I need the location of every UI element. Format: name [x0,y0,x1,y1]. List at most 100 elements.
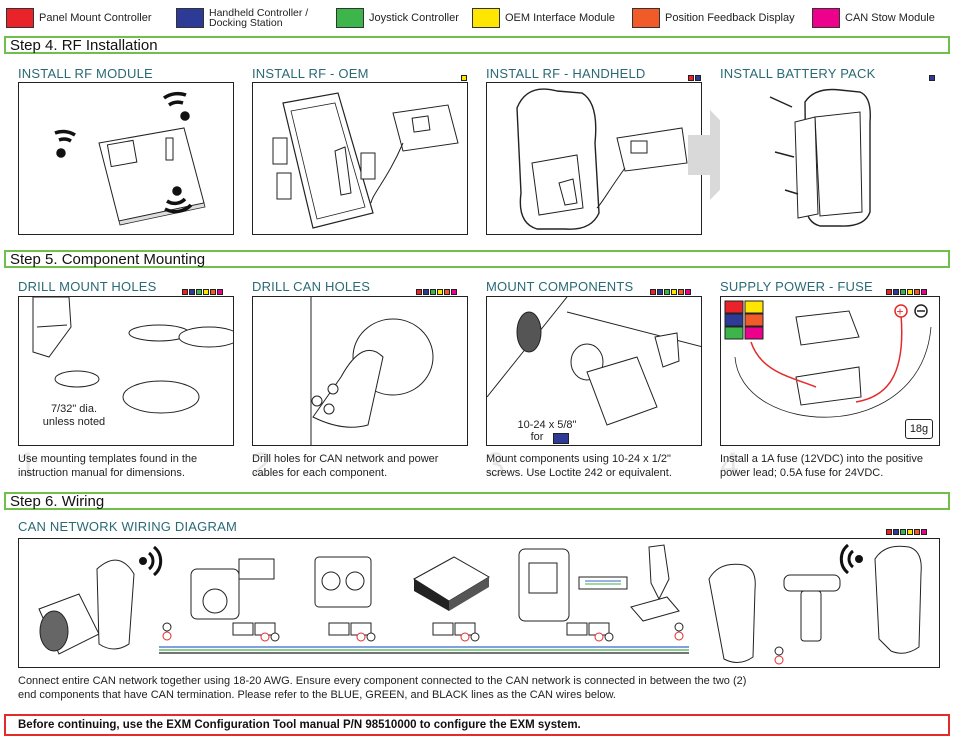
wiring-instructions: Connect entire CAN network together usin… [18,675,747,701]
power-terminal [162,622,784,665]
panel-heading: CAN NETWORK WIRING DIAGRAM [18,519,237,534]
color-tag [182,289,188,295]
can-wiring-drawing [38,543,922,665]
legend-label: CAN Stow Module [845,11,935,24]
step-caption: Install a 1A fuse (12VDC) into the posit… [720,453,923,479]
panel-heading: DRILL CAN HOLES [252,279,371,294]
drill-can-illustration [252,296,468,446]
panel-controller [190,558,275,620]
svg-text:+: + [897,305,904,319]
battery-pack-illustration [720,82,940,235]
color-tag [886,529,892,535]
color-tag [900,529,906,535]
handheld-remote [708,563,756,663]
color-tag [189,289,195,295]
color-tag [451,289,457,295]
color-tag [430,289,436,295]
step-caption: Mount components using 10-24 x 1/2" scre… [486,453,672,479]
color-tag [907,529,913,535]
color-tag [893,289,899,295]
color-tag-blue [929,75,935,81]
color-tag [678,289,684,295]
color-tag [196,289,202,295]
legend-label: Joystick Controller [369,11,459,24]
legend-label: Handheld Controller / Docking Station [209,7,309,29]
handheld-dock [518,548,570,622]
legend-swatch-green [336,8,364,28]
legend-item-panel-mount: Panel Mount Controller [6,8,152,28]
color-legend: Panel Mount Controller Handheld Controll… [6,6,948,32]
color-tag [210,289,216,295]
color-tag-blue [695,75,701,81]
color-tag [893,529,899,535]
panel-heading: MOUNT COMPONENTS [486,279,634,294]
color-tag [664,289,670,295]
legend-swatch-magenta [812,8,840,28]
screw-note: 10-24 x 5/8" [517,419,577,431]
mount-components-illustration: 10-24 x 5/8" for [486,296,702,446]
legend-swatch-blue [176,8,204,28]
panel-heading: INSTALL BATTERY PACK [720,66,876,81]
color-tag [203,289,209,295]
rf-oem-illustration [252,82,468,235]
color-tag [921,529,927,535]
color-tag-red [688,75,694,81]
wifi-icon [162,91,190,121]
rf-handheld-illustration [486,82,702,235]
ribbon-connector [578,576,628,590]
handheld-drawing [516,88,688,230]
legend-swatch-yellow [472,8,500,28]
legend-label: Position Feedback Display [665,11,795,24]
legend-label: Panel Mount Controller [39,11,152,24]
display-unit [38,559,135,655]
joystick [630,544,680,622]
step-title: Step 6. Wiring [10,493,105,510]
wifi-icon [164,186,193,214]
oem-module-drawing [272,92,459,229]
step-caption: Use mounting templates found in the inst… [18,453,198,479]
legend-item-handheld: Handheld Controller / Docking Station [176,8,334,28]
wire-gauge-badge: 18g [905,419,933,439]
panel-heading: SUPPLY POWER - FUSE [720,279,873,294]
color-tag [914,289,920,295]
screw-note-for: for [530,431,544,443]
rf-module-drawing [54,91,206,226]
fuse-drawing: + [724,300,932,418]
color-tag [914,529,920,535]
legend-swatch-orange [632,8,660,28]
color-tag [900,289,906,295]
color-tag [444,289,450,295]
can-network-diagram [18,538,940,668]
warning-text: Before continuing, use the EXM Configura… [18,719,581,731]
panel-heading: INSTALL RF - HANDHELD [486,66,646,81]
wifi-icon [839,543,863,575]
wifi-icon [139,545,163,577]
color-tag [650,289,656,295]
step-number: 1 [18,446,37,484]
color-tag [423,289,429,295]
step-caption: Drill holes for CAN network and power ca… [252,453,439,479]
color-tag-yellow [461,75,467,81]
panel-heading: DRILL MOUNT HOLES [18,279,157,294]
color-tag [217,289,223,295]
step-title: Step 4. RF Installation [10,37,158,54]
panel-heading: INSTALL RF MODULE [18,66,153,81]
drill-mount-illustration: 7/32" dia. unless noted [18,296,234,446]
color-tag-blue [553,433,569,444]
color-tag [907,289,913,295]
oem-box [314,556,372,608]
color-tag [685,289,691,295]
interface-module [413,556,490,611]
legend-label: OEM Interface Module [505,11,616,24]
color-tag [921,289,927,295]
step-6-header: Step 6. Wiring [4,492,950,510]
legend-item-oem: OEM Interface Module [472,8,615,28]
legend-item-joystick: Joystick Controller [336,8,459,28]
step-5-header: Step 5. Component Mounting [4,250,950,268]
t-handle [783,574,841,642]
drill-can-drawing [310,297,434,445]
battery-drawing [769,88,871,227]
color-tag [886,289,892,295]
legend-item-can-stow: CAN Stow Module [812,8,935,28]
supply-power-illustration: + 18g [720,296,940,446]
